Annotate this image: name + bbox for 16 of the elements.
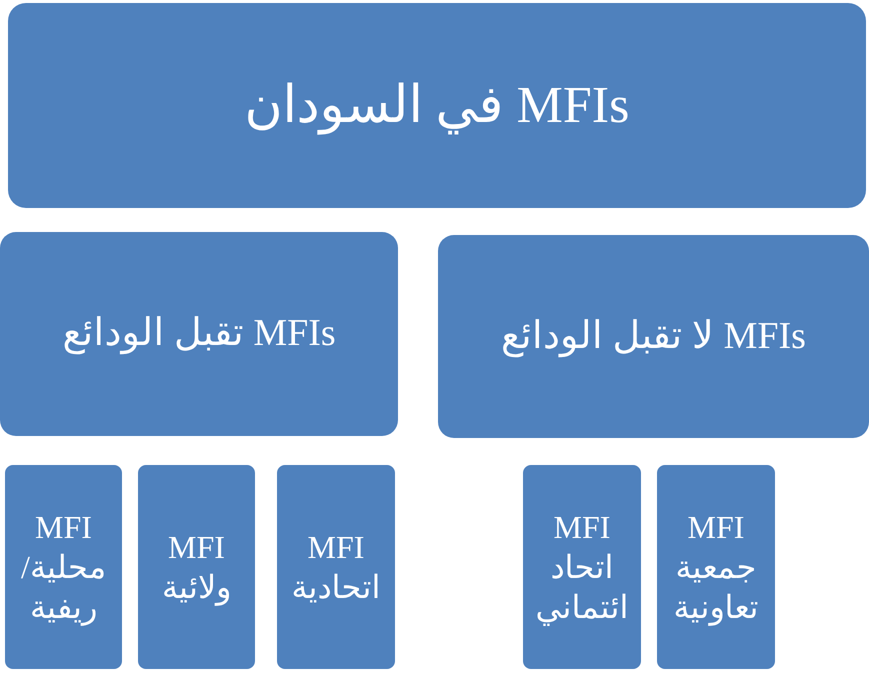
org-box bbox=[438, 235, 869, 438]
box-label: MFI ولائية bbox=[161, 528, 232, 607]
org-box bbox=[138, 465, 255, 669]
org-box bbox=[8, 3, 866, 208]
box-label: MFI محلية/ ريفية bbox=[20, 508, 107, 627]
box-label: MFI جمعية تعاونية bbox=[672, 508, 760, 627]
box-label: MFI اتحاد ائتماني bbox=[534, 508, 630, 627]
box-label: MFIs لا تقبل الودائع bbox=[501, 314, 806, 360]
org-box bbox=[277, 465, 395, 669]
box-label: MFIs في السودان bbox=[244, 76, 630, 137]
org-box bbox=[657, 465, 775, 669]
org-box bbox=[0, 232, 398, 436]
box-label: MFI اتحادية bbox=[290, 528, 382, 607]
org-box bbox=[5, 465, 122, 669]
box-label: MFIs تقبل الودائع bbox=[62, 311, 336, 356]
org-box bbox=[523, 465, 641, 669]
